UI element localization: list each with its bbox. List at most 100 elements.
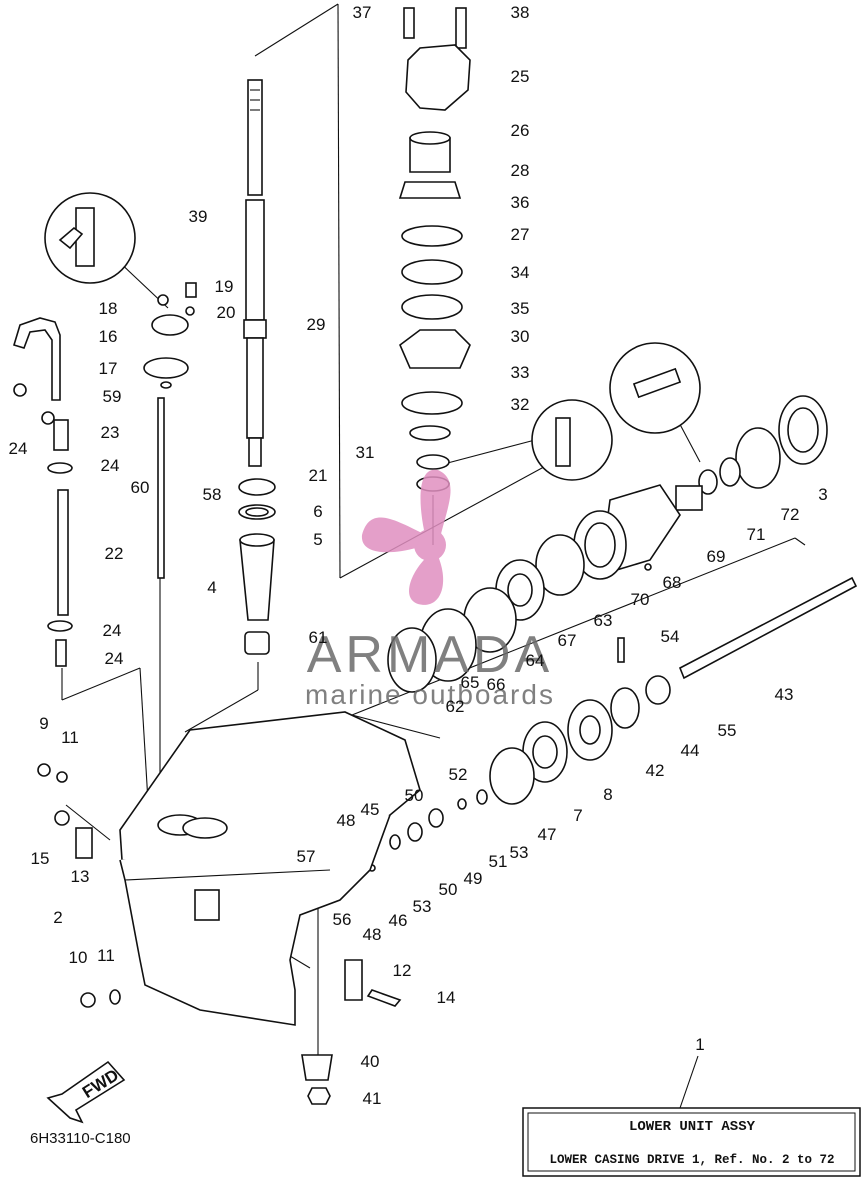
callout-28: 28 <box>511 161 530 180</box>
callout-70: 70 <box>631 590 650 609</box>
callout-23: 23 <box>101 423 120 442</box>
callout-56: 56 <box>333 910 352 929</box>
title-line-2: LOWER CASING DRIVE 1, Ref. No. 2 to 72 <box>549 1153 834 1167</box>
callout-65: 65 <box>461 673 480 692</box>
lower-casing <box>119 711 421 1026</box>
callout-46: 46 <box>389 911 408 930</box>
callout-39: 39 <box>189 207 208 226</box>
shift-rod <box>143 282 197 579</box>
callout-34: 34 <box>511 263 530 282</box>
callout-16: 16 <box>99 327 118 346</box>
callout-27: 27 <box>511 225 530 244</box>
drawing-code: 6H33110-C180 <box>30 1130 131 1147</box>
detail-callouts <box>44 192 701 481</box>
callout-31: 31 <box>356 443 375 462</box>
callout-11: 11 <box>97 946 115 965</box>
callout-6: 6 <box>313 502 322 521</box>
callout-26: 26 <box>511 121 530 140</box>
callout-57: 57 <box>297 847 316 866</box>
callout-25: 25 <box>511 67 530 86</box>
callout-33: 33 <box>511 363 530 382</box>
callout-18: 18 <box>99 299 118 318</box>
callout-48: 48 <box>363 925 382 944</box>
callout-51: 51 <box>489 852 508 871</box>
callout-69: 69 <box>707 547 726 566</box>
callout-43: 43 <box>775 685 794 704</box>
callout-42: 42 <box>646 761 665 780</box>
callout-47: 47 <box>538 825 557 844</box>
callout-7: 7 <box>573 806 582 825</box>
callout-19: 19 <box>215 277 234 296</box>
callout-58: 58 <box>203 485 222 504</box>
callout-38: 38 <box>511 3 530 22</box>
propeller-shaft-housing-group <box>387 395 828 693</box>
title-box: 1 LOWER UNIT ASSY LOWER CASING DRIVE 1, … <box>522 1035 861 1177</box>
callout-59: 59 <box>103 387 122 406</box>
callout-32: 32 <box>511 395 530 414</box>
callout-67: 67 <box>558 631 577 650</box>
callout-37: 37 <box>353 3 372 22</box>
callout-4: 4 <box>207 578 216 597</box>
callout-12: 12 <box>393 961 412 980</box>
callout-45: 45 <box>361 800 380 819</box>
callout-50: 50 <box>439 880 458 899</box>
callout-15: 15 <box>31 849 50 868</box>
watermark-propeller-logo <box>361 469 451 605</box>
callout-11: 11 <box>61 728 79 747</box>
callout-8: 8 <box>603 785 612 804</box>
callout-63: 63 <box>594 611 613 630</box>
callout-66: 66 <box>487 675 506 694</box>
callout-24: 24 <box>9 439 28 458</box>
callout-71: 71 <box>747 525 766 544</box>
callout-48: 48 <box>337 811 356 830</box>
watermark: ARMADA marine outboards <box>305 469 555 710</box>
callout-5: 5 <box>313 530 322 549</box>
callout-60: 60 <box>131 478 150 497</box>
callout-54: 54 <box>661 627 680 646</box>
callout-14: 14 <box>437 988 456 1007</box>
callout-49: 49 <box>464 869 483 888</box>
callout-30: 30 <box>511 327 530 346</box>
callout-36: 36 <box>511 193 530 212</box>
driveshaft <box>243 79 267 467</box>
callout-52: 52 <box>449 765 468 784</box>
callout-9: 9 <box>39 714 48 733</box>
callout-17: 17 <box>99 359 118 378</box>
watermark-brand: ARMADA <box>307 626 553 684</box>
callout-2: 2 <box>53 908 62 927</box>
callout-62: 62 <box>446 697 465 716</box>
callout-55: 55 <box>718 721 737 740</box>
callout-10: 10 <box>69 948 88 967</box>
title-ref-number: 1 <box>695 1035 704 1054</box>
fwd-arrow: FWD <box>46 1060 126 1124</box>
callout-13: 13 <box>71 867 90 886</box>
callout-24: 24 <box>105 649 124 668</box>
callout-35: 35 <box>511 299 530 318</box>
title-line-1: LOWER UNIT ASSY <box>629 1119 756 1135</box>
casing-fittings <box>37 763 402 1105</box>
callout-24: 24 <box>103 621 122 640</box>
callout-24: 24 <box>101 456 120 475</box>
water-pump-stack <box>398 7 471 492</box>
water-tube-assembly <box>13 317 73 667</box>
callout-50: 50 <box>405 786 424 805</box>
callout-29: 29 <box>307 315 326 334</box>
callout-21: 21 <box>309 466 328 485</box>
callout-3: 3 <box>818 485 827 504</box>
callout-72: 72 <box>781 505 800 524</box>
callout-64: 64 <box>526 651 545 670</box>
callout-68: 68 <box>663 573 682 592</box>
callout-44: 44 <box>681 741 700 760</box>
callout-53: 53 <box>413 897 432 916</box>
driveshaft-bearings <box>238 478 276 655</box>
callout-40: 40 <box>361 1052 380 1071</box>
callout-41: 41 <box>363 1089 382 1108</box>
callout-53: 53 <box>510 843 529 862</box>
callout-22: 22 <box>105 544 124 563</box>
callout-61: 61 <box>309 628 328 647</box>
callout-20: 20 <box>217 303 236 322</box>
watermark-tagline: marine outboards <box>305 679 555 710</box>
